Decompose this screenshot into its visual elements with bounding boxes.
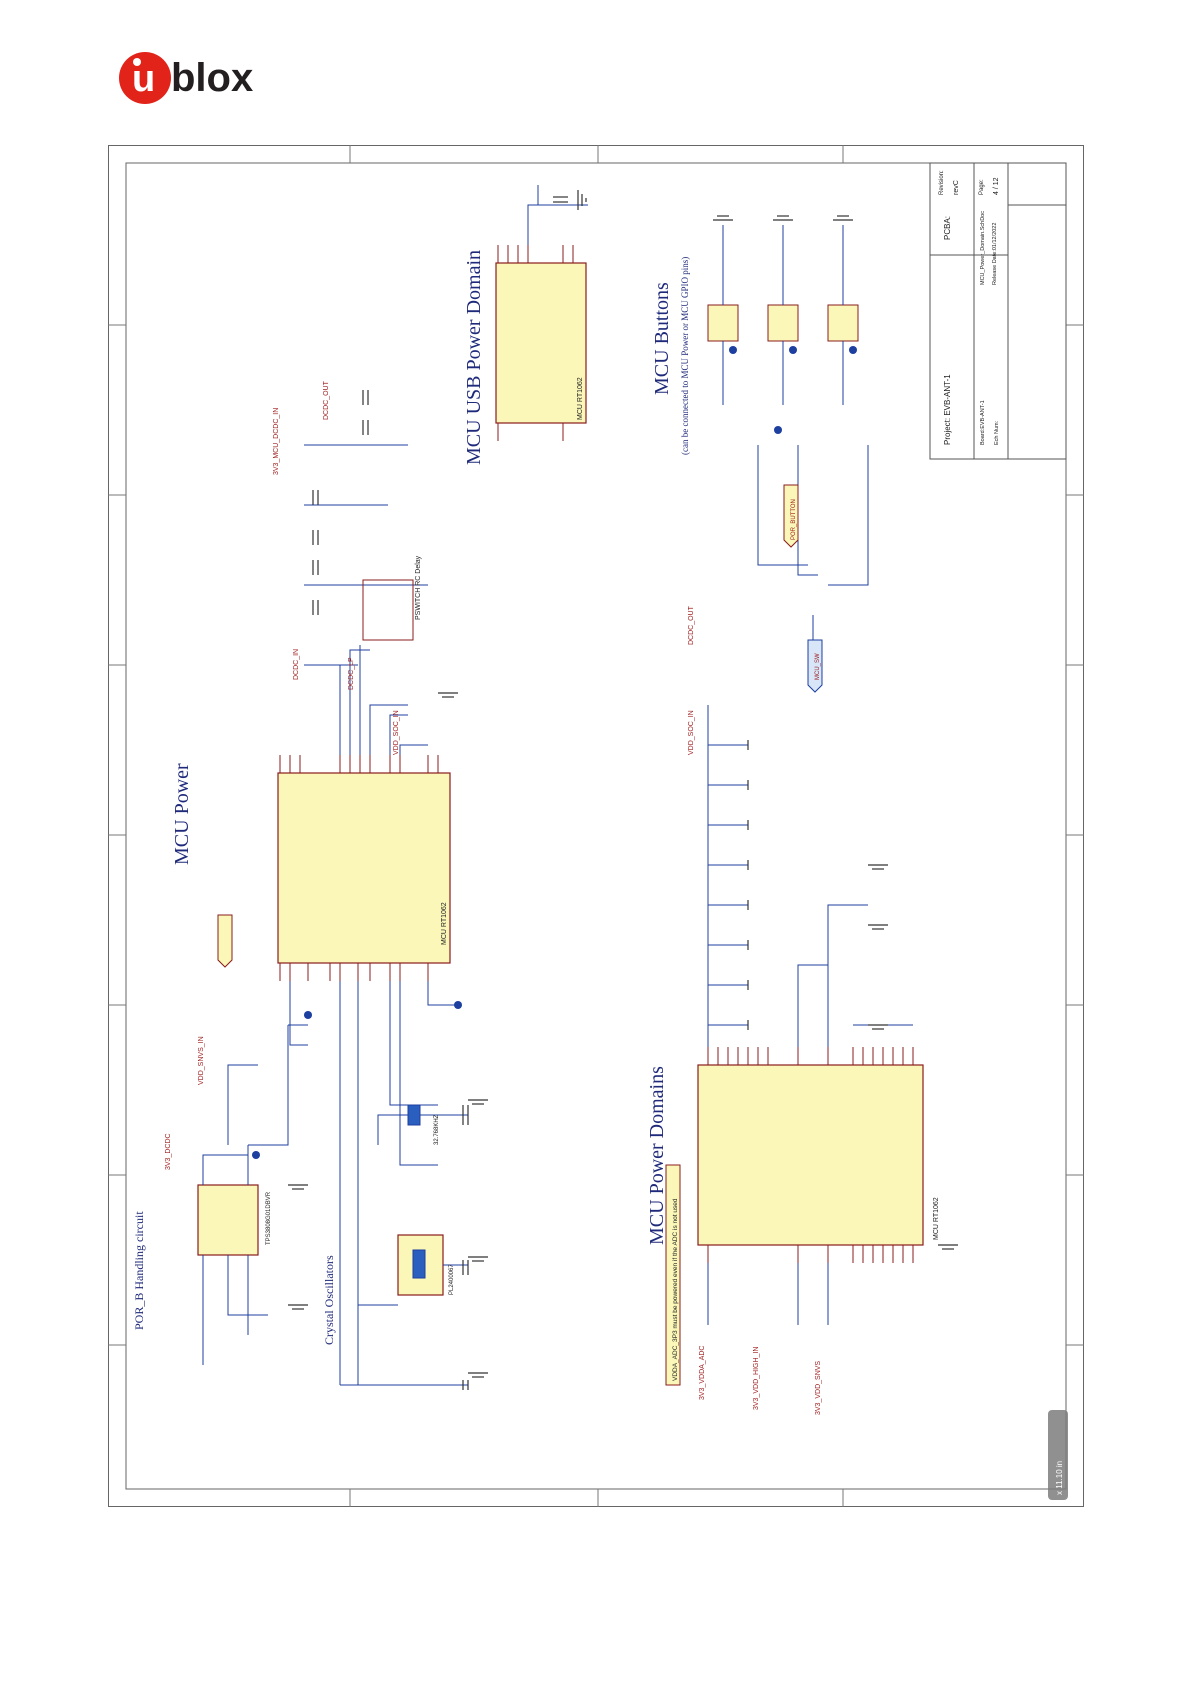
net-3v3-mcu-dcdc: 3V3_MCU_DCDC_IN [273,408,280,475]
title-por: POR_B Handling circuit [132,1211,146,1330]
por-button-flag [783,484,799,548]
u15-part: TPS3808G01DBVR [266,1191,272,1245]
u14b-part: MCU RT1062 [441,902,448,945]
tb-release: Release Date:01/12/2022 [992,223,998,285]
u14c-part: MCU RT1062 [577,377,584,420]
adc-note: VDDA_ADC_3P3 must be powered even if the… [672,1198,679,1381]
tb-rev-value: revC [953,180,960,195]
ublox-logo: u blox [115,48,285,108]
net-por-button: POR_BUTTON [791,499,797,540]
net-dcdc-in: DCDC_IN [293,649,300,680]
net-dcdc-lp: DCDC_LP [348,657,355,690]
title-power-domains: MCU Power Domains [646,1066,668,1245]
y1-part: PL2400067 [449,1264,455,1295]
y2-part: 32.768KHZ [434,1114,440,1145]
title-buttons: MCU Buttons [651,282,673,395]
title-usb-domain: MCU USB Power Domain [463,250,485,465]
button-group [707,304,859,342]
net-mcu-sw: MCU_SW [815,653,821,680]
u14b-block [277,772,451,964]
net-3v3-vdda-adc: 3V3_VDDA_ADC [699,1346,706,1400]
net-3v3-dcdc: 3V3_DCDC [165,1133,172,1170]
mcu-sw-flag [807,639,823,693]
logo-red-dot [119,52,171,104]
net-dcdc-out-bottom: DCDC_OUT [688,605,695,645]
net-3v3-vdd-snvs: 3V3_VDD_SNVS [815,1361,822,1415]
u15-block [197,1184,259,1256]
net-vdd-soc-in: VDD_SOC_IN [688,710,695,755]
pswitch-delay-label: PSWITCH RC Delay [415,555,422,620]
title-mcu-power: MCU Power [171,763,193,865]
title-block [929,162,1067,460]
net-vdd-soc-in-top: VDD_SOC_IN [393,710,400,755]
net-3v3-vdd-high: 3V3_VDD_HIGH_IN [753,1347,760,1410]
pswitch-delay-box [362,579,414,641]
adc-note-box [665,1164,681,1386]
zoom-overlay-chip [1048,1410,1068,1500]
tb-pcba: PCBA: [943,216,952,240]
tb-ech: Ech Num: [994,420,1000,445]
tb-project: Project: EVB-ANT-1 [943,374,952,445]
buttons-note: (can be connected to MCU Power or MCU GP… [680,257,690,455]
jtag-flag [217,914,233,968]
y2-crystal [407,1104,421,1126]
zoom-overlay-text: x 11.10 in [1055,1461,1064,1495]
logo-text-u: u [132,58,155,100]
net-dcdc-out: DCDC_OUT [323,380,330,420]
tb-board: Board:EVB-ANT-1 [980,400,986,445]
schematic-sheet: MCU Power MCU RT1062 DCDC_IN DCDC_LP DCD… [108,145,1084,1507]
logo-text-blox: blox [171,56,253,100]
net-vdd-snvs-in: VDD_SNVS_IN [198,1036,205,1085]
gnd-symbols [288,692,958,1378]
title-crystal: Crystal Oscillators [322,1255,336,1345]
tb-revision: Revision: [939,170,945,195]
u14a-part: MCU RT1062 [933,1197,940,1240]
tb-file: MCU_Power_Domain.SchDoc [980,211,986,285]
u14c-block [495,262,587,424]
tb-page-value: 4 / 12 [993,177,1000,195]
tb-page: Page: [979,179,985,195]
u14a-block [697,1064,924,1246]
